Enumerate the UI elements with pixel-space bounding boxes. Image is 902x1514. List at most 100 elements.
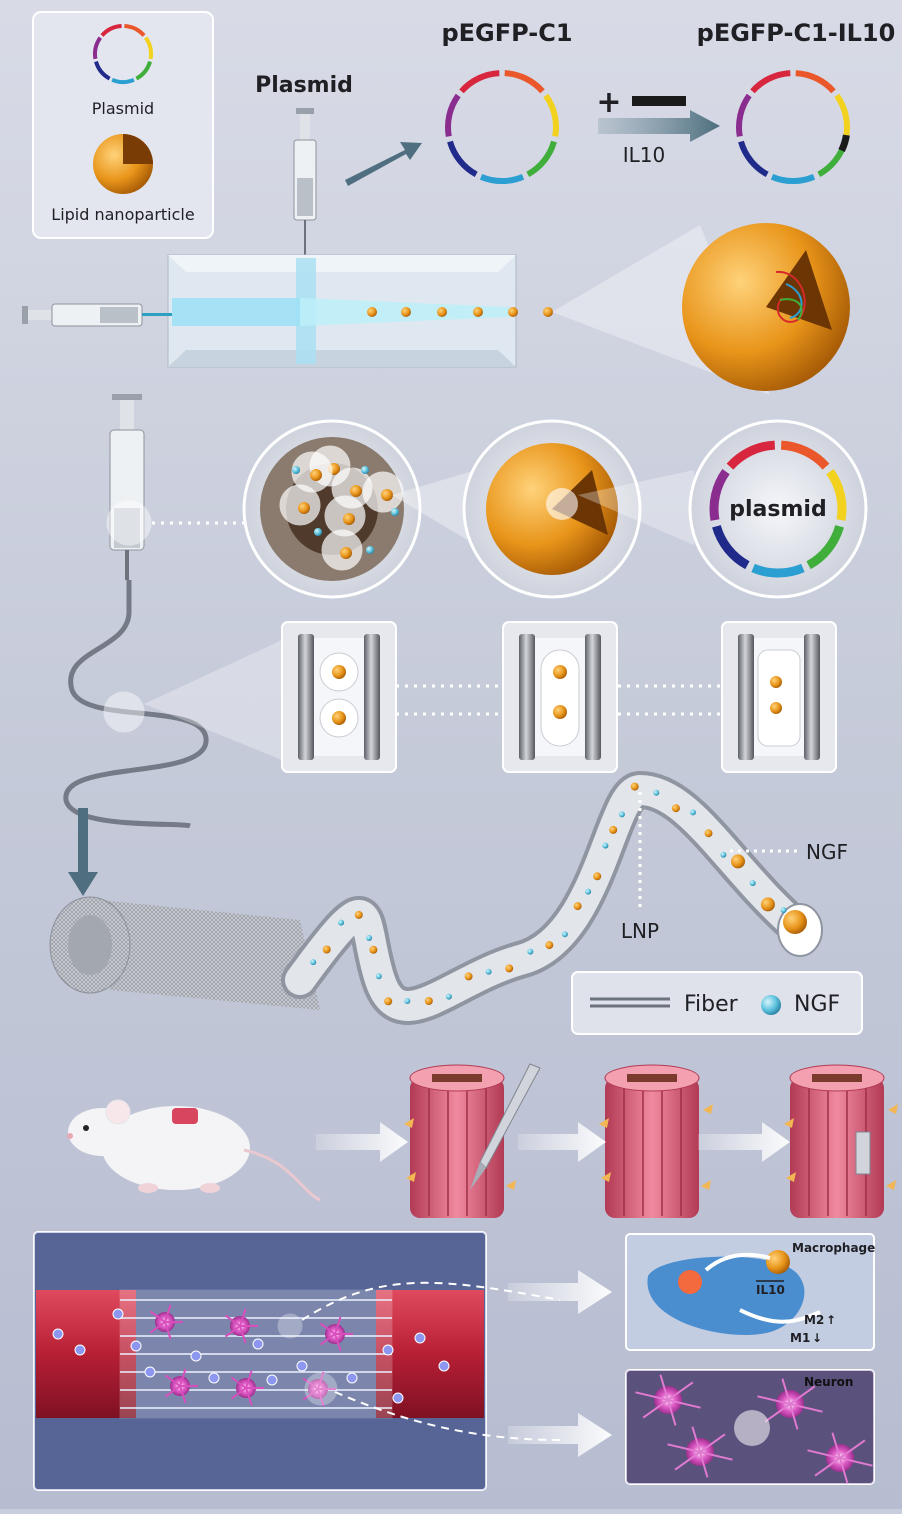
plasmid-ring-segment	[726, 440, 776, 470]
tube-lnp	[545, 941, 554, 950]
tube-lnp	[704, 829, 713, 838]
macrophage-spot	[277, 1313, 303, 1339]
bone-marker	[627, 1074, 677, 1082]
plasmid-ring-segment	[826, 468, 847, 521]
neuron-dendrite	[659, 1374, 669, 1401]
plasmid-ring-segment	[94, 60, 111, 81]
zoom-circle-emulsion	[242, 419, 422, 599]
neuron-dendrite	[807, 1449, 841, 1459]
vector-original-label: pEGFP-C1	[441, 19, 572, 47]
neuron-dendrite	[839, 1457, 849, 1484]
neuron-dendrite	[635, 1391, 669, 1401]
arrow-to-vector	[345, 142, 422, 186]
arrow-to-neuron	[508, 1413, 612, 1457]
tendon-tip	[784, 1118, 794, 1128]
dash-to-macrophage	[301, 1281, 561, 1321]
neuron-dendrite	[667, 1399, 701, 1409]
il10-label: IL10	[623, 143, 666, 167]
tube-ngf	[653, 789, 660, 796]
emulsion-ngf	[361, 466, 369, 474]
arrow-insert-il10	[598, 110, 720, 142]
segment-lnp	[770, 676, 782, 688]
neuron-dendrite	[764, 1403, 791, 1423]
ngf-particle	[392, 1392, 404, 1404]
plasmid-ring-segment	[736, 93, 752, 137]
neuron-dendrite	[789, 1403, 799, 1430]
scalpel	[470, 1063, 541, 1190]
chip-droplet	[508, 307, 518, 317]
plasmid-ring-segment	[526, 140, 557, 178]
horizontal-syringe	[22, 303, 172, 327]
segment-lnp	[553, 705, 567, 719]
loading-syringe	[109, 394, 145, 580]
plasmid-ring-segment	[135, 60, 152, 81]
chip-droplet	[401, 307, 411, 317]
legend-fiber-ngf: Fiber NGF	[571, 971, 863, 1035]
cell-process	[302, 1388, 319, 1401]
neuron-dendrite	[667, 1443, 701, 1453]
chip-droplet	[473, 307, 483, 317]
plasmid-syringe	[293, 108, 317, 256]
cell-process	[317, 1388, 325, 1407]
ngf-callout-label: NGF	[806, 840, 848, 864]
legend-fiber-label: Fiber	[684, 992, 739, 1017]
tube-ngf	[375, 973, 382, 980]
tube-lnp	[384, 997, 393, 1006]
neuron-dendrite	[839, 1439, 866, 1459]
tube-lnp	[354, 910, 363, 919]
segment-wall-left	[519, 634, 535, 760]
emulsion-ngf	[314, 528, 322, 536]
tendon-tip	[599, 1118, 609, 1128]
neuron-dendrite	[814, 1457, 841, 1477]
lnp-callout-label: LNP	[621, 919, 659, 943]
bone-marker	[432, 1074, 482, 1082]
plasmid-ring-segment	[712, 524, 750, 570]
zoom-beam-3	[578, 470, 694, 545]
ngf-particle	[382, 1344, 394, 1356]
chip-droplet	[437, 307, 447, 317]
cell-process	[334, 1316, 342, 1335]
emulsion-ngf	[391, 508, 399, 516]
cell-process	[149, 1321, 166, 1334]
neuron-dendrite	[667, 1399, 677, 1426]
plasmid-icon	[93, 24, 153, 85]
ngf-particle	[266, 1374, 278, 1386]
ngf-particle	[346, 1372, 358, 1384]
chip-droplet	[543, 307, 553, 317]
segment-droplet	[540, 649, 580, 747]
neuron-spot	[304, 1372, 338, 1406]
ngf-particle	[52, 1328, 64, 1340]
plasmid-ring-segment	[459, 70, 500, 94]
plasmid-ring-segment	[834, 93, 850, 137]
m2-up-arrow: ↑	[826, 1313, 836, 1327]
cell-process	[239, 1325, 247, 1344]
ngf-particle	[144, 1366, 156, 1378]
ngf-particle	[190, 1350, 202, 1362]
arrow-muscle-1-to-2	[518, 1122, 606, 1162]
tendon-tip	[701, 1180, 711, 1190]
plasmid-syringe-label: Plasmid	[255, 73, 353, 98]
tube-ngf	[618, 811, 625, 818]
cell-process	[164, 1321, 172, 1340]
tube-ngf	[780, 907, 787, 914]
m2-label: M2	[804, 1313, 824, 1327]
segment-wall-right	[804, 634, 820, 760]
emulsion-lnp	[310, 469, 322, 481]
emulsion-ngf	[292, 466, 300, 474]
tube-lnp	[609, 825, 618, 834]
neuron-dendrite	[699, 1451, 733, 1461]
cell-process	[230, 1387, 247, 1400]
plasmid-ring-segment	[100, 24, 122, 37]
minus-sign	[632, 96, 686, 106]
lipid-nanoparticle-icon	[93, 134, 153, 194]
cell-process	[319, 1322, 336, 1335]
zoom-beam-2	[392, 470, 476, 545]
legend-plasmid-label: Plasmid	[92, 99, 154, 118]
segment-lnp	[770, 702, 782, 714]
neuron-panel: Neuron	[625, 1369, 875, 1485]
segment-lnp	[332, 665, 346, 679]
neuron-dendrite	[691, 1426, 701, 1453]
neuron-dendrite	[699, 1433, 726, 1453]
cell-process	[230, 1376, 247, 1389]
segment-droplet	[757, 649, 801, 747]
